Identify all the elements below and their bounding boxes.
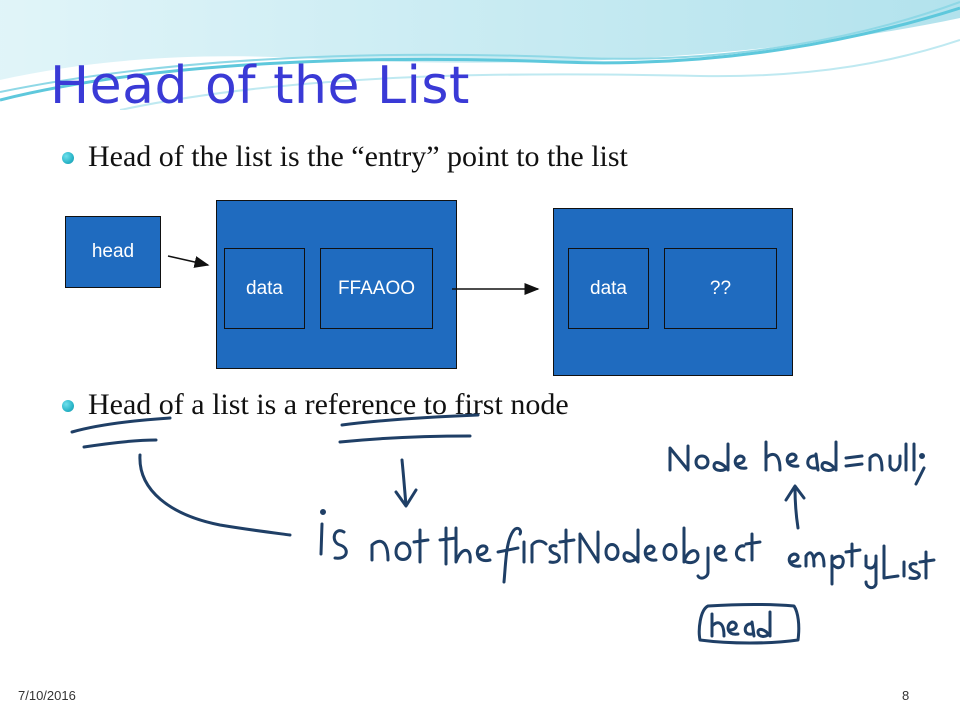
- bullet-text: Head of a list is a reference to first n…: [88, 388, 569, 421]
- down-arrow-head: [394, 488, 418, 508]
- connector-curve: [138, 453, 292, 537]
- down-arrow-icon: [400, 458, 408, 507]
- footer-date: 7/10/2016: [18, 688, 76, 703]
- head-to-node-arrow: [167, 255, 210, 268]
- head-box: head: [65, 216, 161, 288]
- bullet-text: Head of the list is the “entry” point to…: [88, 140, 628, 173]
- node-1-next-label: FFAAOO: [337, 277, 416, 299]
- underline-head-1: [70, 416, 172, 434]
- underline-reference-1: [340, 413, 480, 427]
- node-2-data-label: data: [590, 277, 627, 299]
- bullet-dot-icon: [62, 400, 74, 412]
- bullet-dot-icon: [62, 152, 74, 164]
- node-1-data-label: data: [246, 277, 283, 299]
- slide-title: Head of the List: [50, 56, 470, 116]
- head-box-label: head: [91, 241, 135, 262]
- underline-head-2: [82, 438, 158, 449]
- underline-reference-2: [338, 434, 472, 444]
- header-wave-decoration: [0, 0, 960, 110]
- footer-page-number: 8: [902, 688, 910, 703]
- node-2-next-label: ??: [709, 277, 732, 299]
- node-1-next-cell: FFAAOO: [320, 248, 433, 329]
- node-2-next-cell: ??: [664, 248, 777, 329]
- node-2-data-cell: data: [568, 248, 649, 329]
- node-1-data-cell: data: [224, 248, 305, 329]
